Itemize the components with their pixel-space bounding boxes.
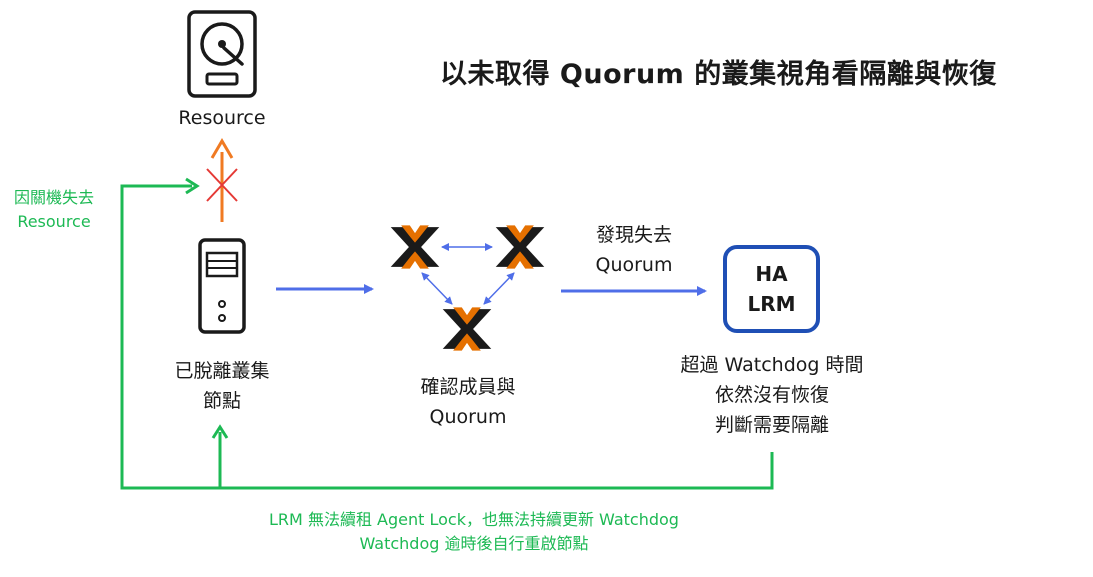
left-note: 因關機失去 Resource — [0, 186, 108, 234]
node-label: 已脫離叢集 節點 — [152, 356, 292, 416]
node-label-line1: 已脫離叢集 — [174, 360, 270, 382]
server-icon — [198, 238, 246, 334]
ha-lrm-line1: HA — [755, 262, 788, 286]
proxmox-node-icon-3 — [442, 307, 492, 351]
cluster-label: 確認成員與 Quorum — [398, 372, 538, 432]
cross-icon — [206, 168, 238, 202]
discover-label-line1: 發現失去 — [595, 224, 672, 246]
node-label-line2: 節點 — [202, 390, 241, 412]
ha-note: 超過 Watchdog 時間 依然沒有恢復 判斷需要隔離 — [652, 350, 892, 440]
cluster-label-line1: 確認成員與 — [420, 376, 516, 398]
discover-label: 發現失去 Quorum — [564, 220, 704, 280]
ha-note-line2: 依然沒有恢復 — [714, 384, 829, 406]
proxmox-node-icon-2 — [495, 225, 545, 269]
page-title: 以未取得 Quorum 的叢集視角看隔離與恢復 — [440, 59, 997, 90]
bottom-note-line1: LRM 無法續租 Agent Lock，也無法持續更新 Watchdog — [269, 510, 679, 529]
left-note-line1: 因關機失去 — [13, 188, 94, 207]
resource-label: Resource — [178, 107, 266, 129]
ha-note-line3: 判斷需要隔離 — [714, 414, 829, 436]
proxmox-node-icon-1 — [390, 225, 440, 269]
ha-lrm-box: HA LRM — [723, 245, 820, 333]
hard-disk-icon — [187, 10, 257, 98]
left-note-line2: Resource — [17, 212, 91, 231]
bottom-note: LRM 無法續租 Agent Lock，也無法持續更新 Watchdog Wat… — [200, 508, 748, 556]
cluster-links — [421, 243, 515, 305]
discover-label-line2: Quorum — [595, 254, 673, 276]
ha-lrm-line2: LRM — [747, 292, 796, 316]
bottom-note-line2: Watchdog 逾時後自行重啟節點 — [359, 534, 589, 553]
ha-note-line1: 超過 Watchdog 時間 — [680, 354, 864, 376]
blocked-resource-arrow — [210, 138, 234, 222]
cluster-label-line2: Quorum — [429, 406, 507, 428]
green-feedback-loop — [120, 177, 774, 490]
